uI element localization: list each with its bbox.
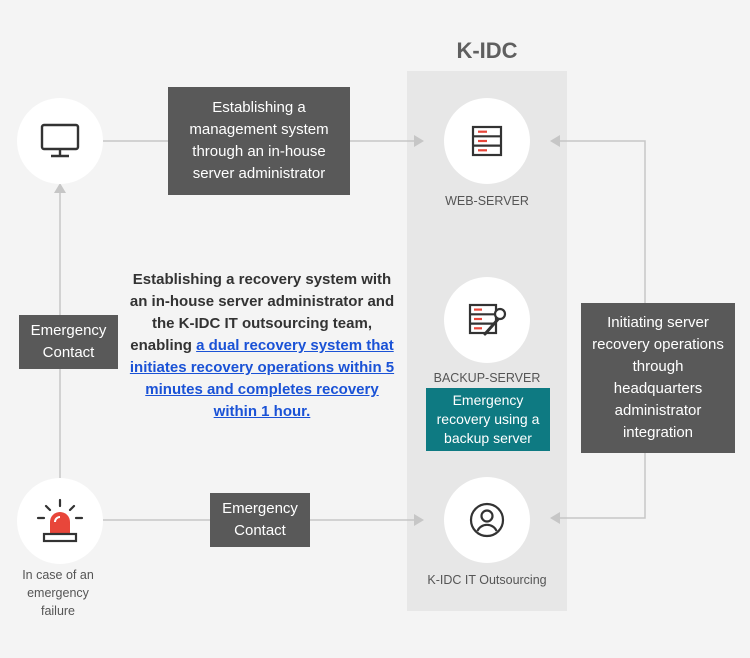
monitor-node: [17, 98, 103, 184]
web-server-node: [444, 98, 530, 184]
backup-recovery-text: Emergency recovery using a backup server: [436, 392, 540, 446]
kidc-title: K-IDC: [456, 38, 518, 63]
hq-integration-box: Initiating server recovery operations th…: [581, 303, 735, 453]
arrow-to-monitor: [54, 183, 66, 193]
emergency-contact-bottom-box: Emergency Contact: [210, 493, 310, 547]
failure-label: In case of an emergency failure: [22, 568, 94, 618]
backup-server-node: [444, 277, 530, 363]
outsourcing-node: [444, 477, 530, 563]
recovery-description-text: Establishing a recovery system with an i…: [129, 271, 395, 354]
management-system-text: Establishing a management system through…: [189, 99, 329, 182]
web-server-label: WEB-SERVER: [445, 194, 529, 208]
emergency-contact-left-text: Emergency Contact: [30, 322, 107, 361]
server-stack-icon: [471, 125, 503, 157]
outsourcing-label: K-IDC IT Outsourcing: [427, 573, 547, 587]
backup-recovery-box: Emergency recovery using a backup server: [426, 388, 550, 451]
management-system-box: Establishing a management system through…: [168, 87, 350, 195]
emergency-contact-bottom-text: Emergency Contact: [222, 500, 298, 539]
backup-server-label: BACKUP-SERVER: [433, 371, 541, 385]
arrow-right-to-outsourcing: [550, 512, 560, 524]
arrow-right-to-web: [550, 135, 560, 147]
monitor-icon: [40, 123, 80, 158]
server-wrench-icon: [468, 303, 507, 336]
emergency-contact-left-box: Emergency Contact: [19, 315, 118, 369]
dual-recovery-link-text: a dual recovery system that initiates re…: [129, 337, 395, 420]
arrow-to-outsourcing: [414, 514, 424, 526]
hq-integration-text: Initiating server recovery operations th…: [592, 314, 724, 441]
alarm-siren-icon: [36, 498, 84, 543]
arrow-to-web: [414, 135, 424, 147]
user-circle-icon: [469, 502, 505, 538]
alarm-node: [17, 478, 103, 564]
recovery-system-description: Establishing a recovery system with an i…: [128, 269, 396, 423]
